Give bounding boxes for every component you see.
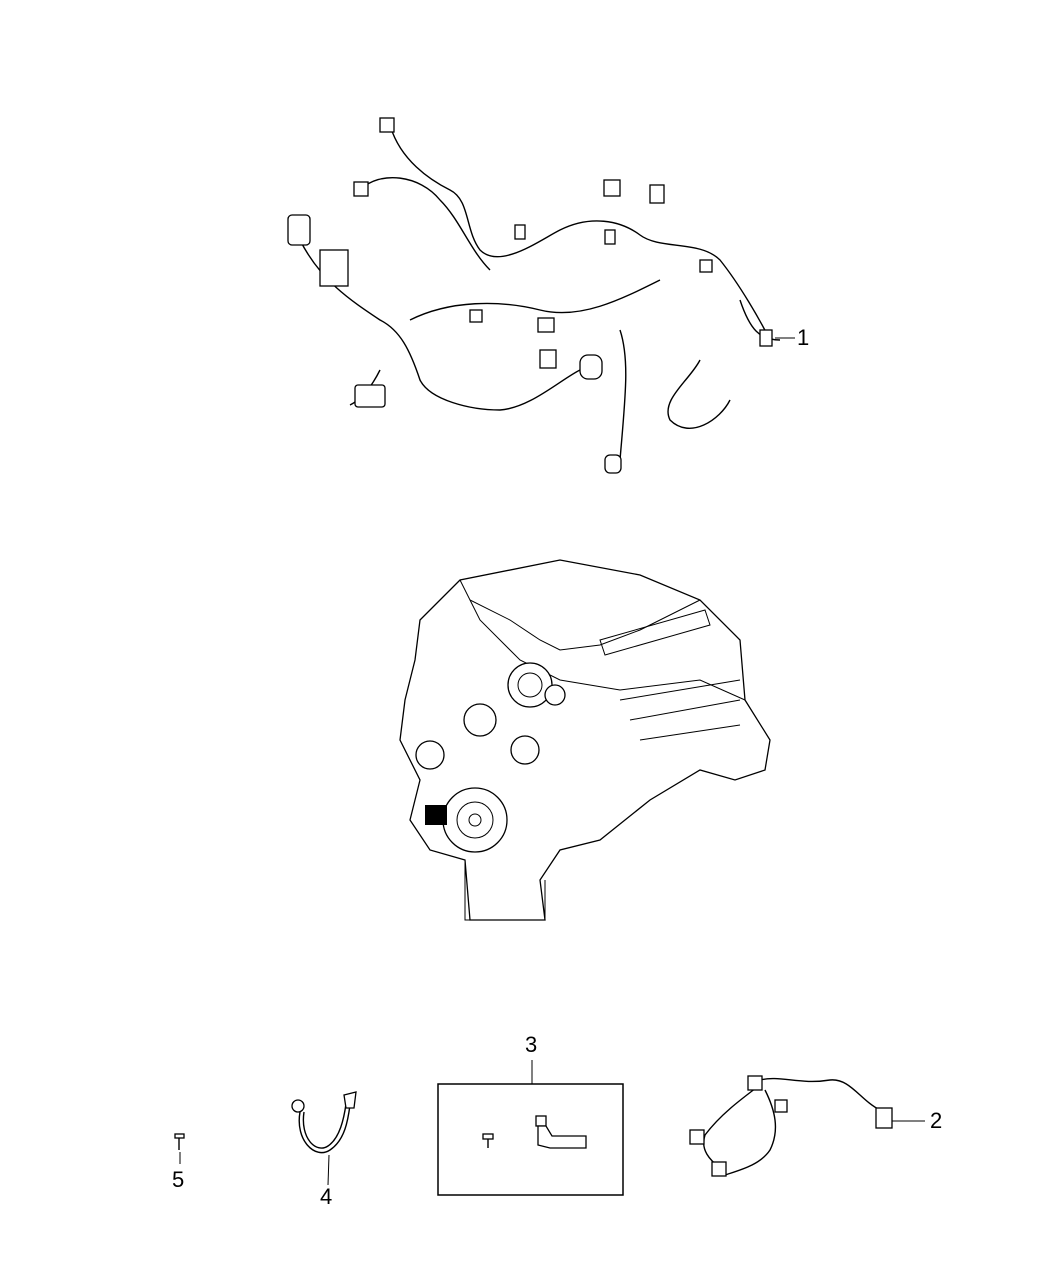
callout-4: 4 — [320, 1184, 333, 1209]
callout-1: 1 — [797, 325, 810, 350]
engine-assembly — [399, 559, 771, 921]
callout-3: 3 — [525, 1032, 538, 1057]
wiring-harness-small — [689, 1075, 925, 1177]
fastener — [174, 1133, 185, 1164]
wiring-harness-engine — [287, 117, 795, 474]
ground-strap — [291, 1091, 357, 1186]
callout-2: 2 — [930, 1108, 943, 1133]
sensor-kit — [437, 1060, 624, 1196]
callout-5: 5 — [172, 1167, 185, 1192]
